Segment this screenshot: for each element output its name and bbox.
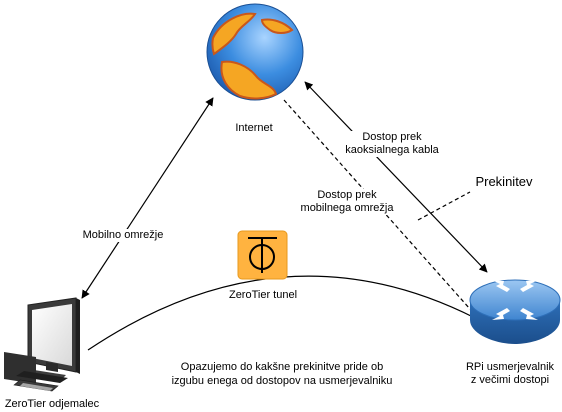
break-indicator-line — [417, 191, 471, 221]
coax-access-line1: Dostop prek — [362, 131, 422, 143]
mobile-network-label: Mobilno omrežje — [78, 229, 168, 242]
internet-label: Internet — [235, 122, 273, 134]
mobile-access-line2: mobilnega omrežja — [300, 202, 394, 214]
break-label: Prekinitev — [475, 174, 533, 189]
coax-access-label: Dostop prek kaoksialnega kabla — [340, 131, 444, 157]
coax-access-line2: kaoksialnega kabla — [345, 144, 439, 156]
desktop-computer-icon — [4, 297, 80, 392]
observation-line1: Opazujemo do kakšne prekinitve pride ob — [180, 361, 384, 373]
router-icon — [469, 279, 561, 344]
mobile-access-label: Dostop prek mobilnega omrežja — [298, 189, 396, 215]
edge-zerotier-tunnel — [87, 275, 476, 351]
router-label: RPi usmerjevalnik z večimi dostopi — [458, 361, 562, 387]
mobile-access-line1: Dostop prek — [317, 189, 377, 201]
edge-internet-router-coax — [304, 81, 488, 273]
zerotier-label: ZeroTier tunel — [228, 289, 298, 301]
router-label-line1: RPi usmerjevalnik — [465, 361, 555, 373]
router-label-line2: z večimi dostopi — [470, 374, 550, 386]
zerotier-logo-icon — [237, 230, 288, 280]
edge-client-internet — [81, 97, 214, 299]
globe-icon — [206, 3, 304, 101]
client-label: ZeroTier odjemalec — [4, 398, 100, 410]
observation-line2: izgubu enega od dostopov na usmerjevalni… — [171, 375, 393, 387]
observation-note: Opazujemo do kakšne prekinitve pride ob … — [160, 360, 404, 388]
